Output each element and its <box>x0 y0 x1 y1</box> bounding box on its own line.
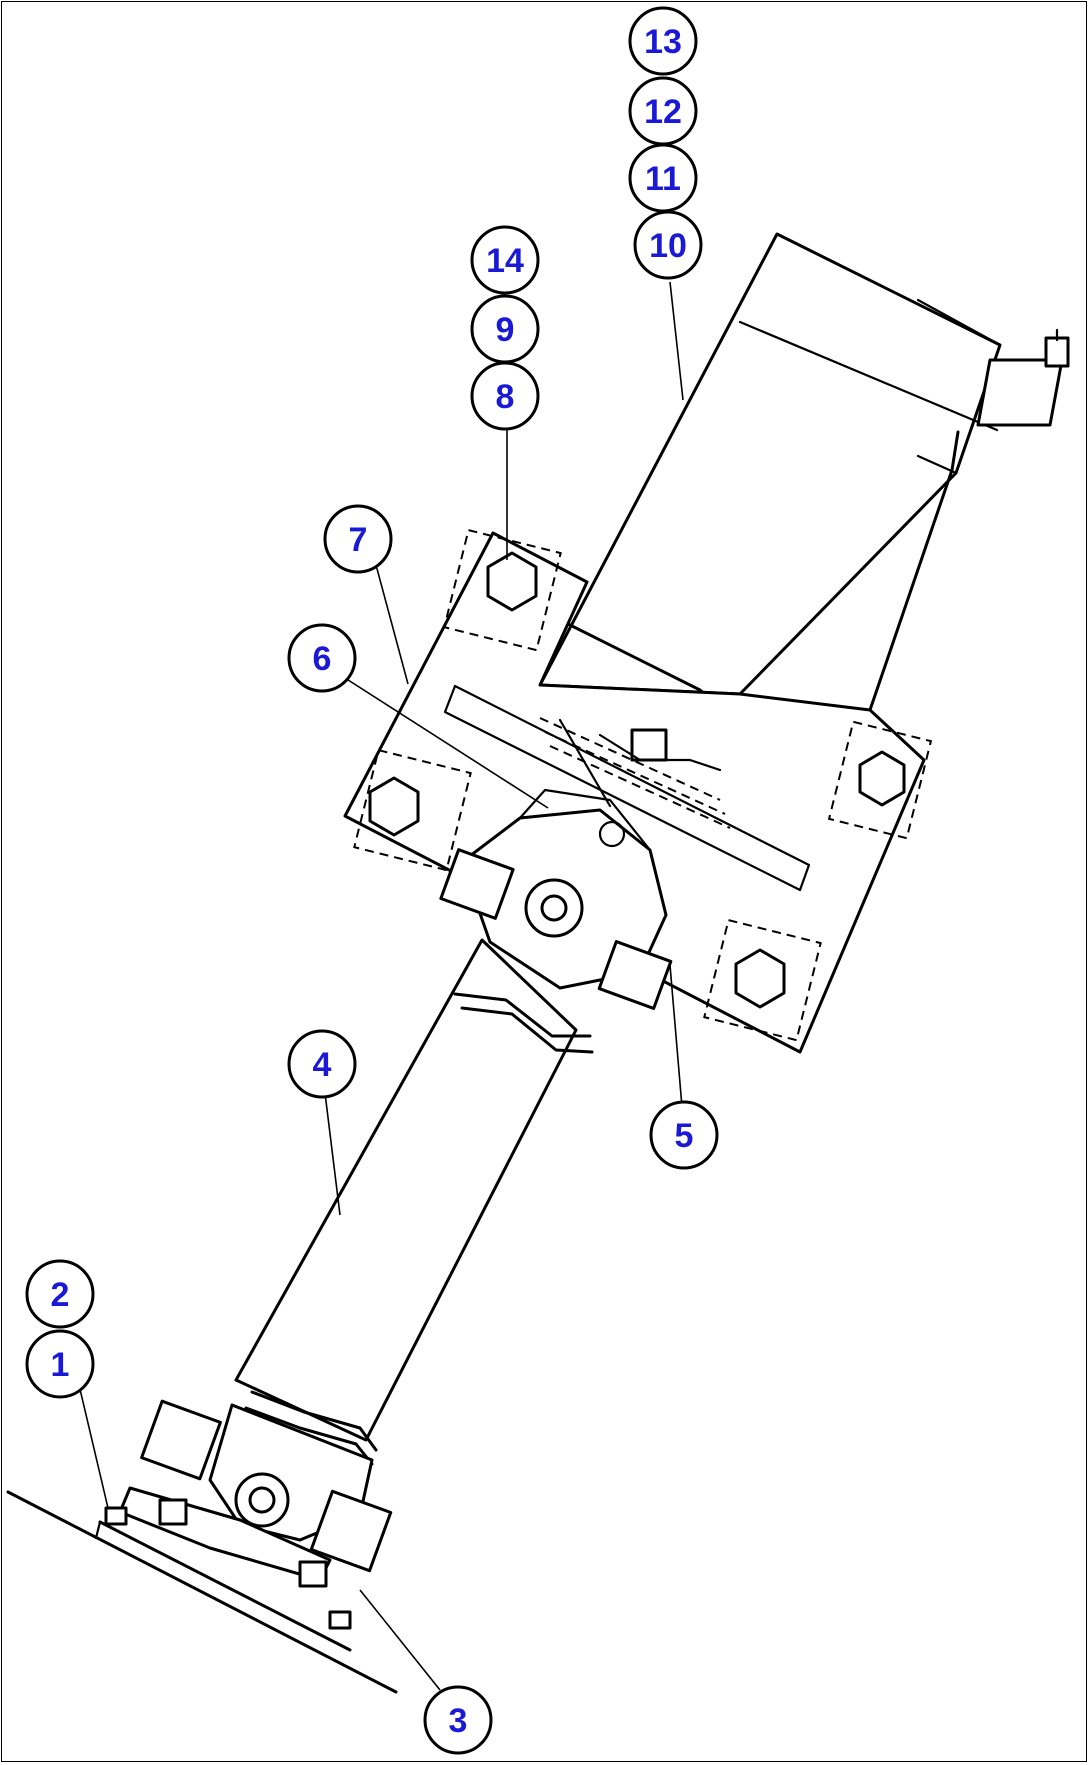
leader-lines <box>74 281 684 1691</box>
svg-text:1: 1 <box>51 1346 70 1384</box>
svg-text:9: 9 <box>496 311 515 349</box>
callout-7: 7 <box>323 504 393 574</box>
callout-4: 4 <box>287 1029 357 1099</box>
svg-text:6: 6 <box>313 640 332 678</box>
svg-text:4: 4 <box>313 1046 332 1084</box>
pump-body <box>538 232 1070 744</box>
svg-text:8: 8 <box>496 378 515 416</box>
hex-bolt-right <box>858 750 906 807</box>
callout-1: 1 <box>25 1329 95 1399</box>
svg-text:14: 14 <box>486 242 524 280</box>
svg-text:2: 2 <box>51 1276 70 1314</box>
svg-text:3: 3 <box>449 1702 468 1740</box>
hex-bolt-bottom-right <box>734 948 786 1009</box>
callout-9: 9 <box>470 294 540 364</box>
callout-3: 3 <box>423 1685 493 1755</box>
svg-text:5: 5 <box>675 1117 694 1155</box>
upper-universal-joint <box>439 718 673 1010</box>
callout-2: 2 <box>25 1259 95 1329</box>
frame-rail <box>6 1490 398 1694</box>
svg-text:11: 11 <box>645 160 681 198</box>
hex-bolt-top-left <box>486 551 538 612</box>
hex-bolt-left <box>368 776 420 837</box>
callout-14: 14 <box>470 225 540 295</box>
lower-universal-joint <box>104 1399 393 1630</box>
callout-11: 11 <box>628 143 698 213</box>
callout-12: 12 <box>628 76 698 146</box>
callout-10: 10 <box>633 210 703 280</box>
callout-6: 6 <box>287 623 357 693</box>
svg-text:7: 7 <box>349 521 368 559</box>
callout-5: 5 <box>649 1100 719 1170</box>
callout-13: 13 <box>628 6 698 76</box>
driveshaft-tube <box>234 938 594 1466</box>
svg-text:10: 10 <box>649 227 687 265</box>
pump-end-fitting <box>976 358 1064 427</box>
svg-text:12: 12 <box>644 93 682 131</box>
svg-text:13: 13 <box>644 23 682 61</box>
callout-8: 8 <box>470 361 540 431</box>
